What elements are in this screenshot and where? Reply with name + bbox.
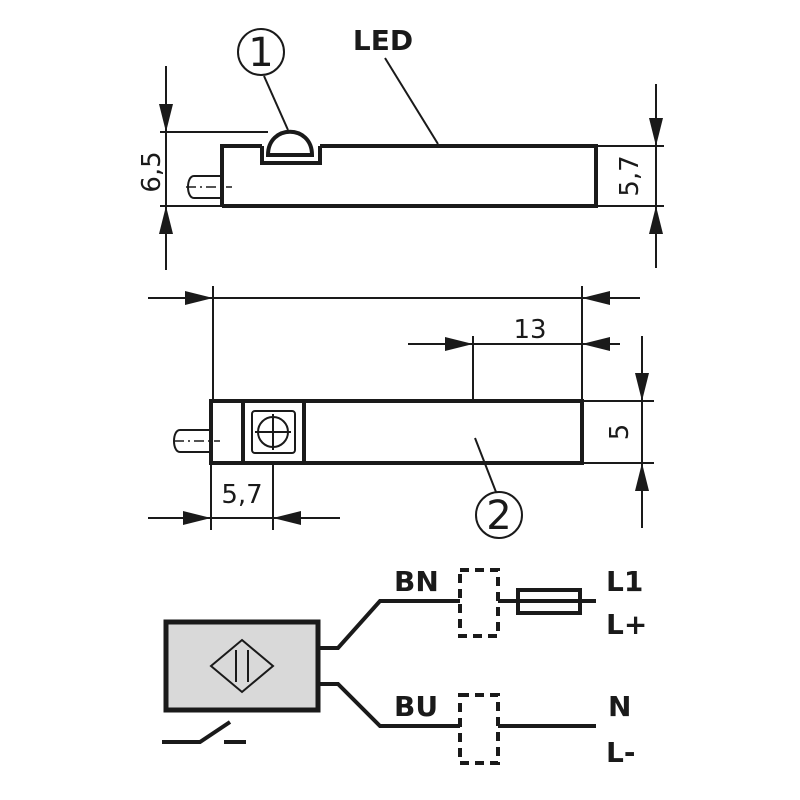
arrow-down — [159, 104, 173, 132]
mounting-slot — [251, 410, 296, 454]
load-box-top — [458, 568, 500, 638]
arrow-right — [445, 337, 473, 351]
callout-two: 2 — [486, 493, 511, 539]
load-box-bottom — [458, 693, 500, 765]
wiring-diagram: BN BU L1 L+ N L- — [162, 565, 647, 769]
arrow-left — [273, 511, 301, 525]
top-view-body — [209, 399, 584, 465]
wire-bu — [318, 682, 460, 728]
led-leader — [384, 57, 439, 145]
wire-bn — [318, 599, 460, 650]
arrow-right — [183, 511, 211, 525]
dim-top-height: 5 — [605, 424, 635, 441]
arrow-left — [582, 291, 610, 305]
arrow-left — [582, 337, 610, 351]
top-view: 13 5 5,7 2 — [148, 286, 654, 539]
wire-label-bn: BN — [394, 565, 439, 598]
sensor-box — [163, 619, 321, 713]
terminal-n: N — [608, 690, 631, 723]
arrow-up — [635, 463, 649, 491]
inductive-sensor-symbol — [209, 638, 275, 694]
dim-side-height-right: 5,7 — [615, 155, 645, 196]
callout-one-circle — [237, 28, 285, 76]
led-housing — [260, 146, 322, 165]
side-view-body — [220, 144, 598, 208]
arrow-right — [185, 291, 213, 305]
led-dome — [265, 129, 315, 157]
terminal-l-minus: L- — [606, 736, 635, 769]
arrow-down — [635, 373, 649, 401]
wire-label-bu: BU — [394, 690, 438, 723]
terminal-l-plus: L+ — [606, 608, 647, 641]
side-view: 6,5 5,7 1 LED — [137, 24, 664, 270]
led-label: LED — [353, 24, 413, 57]
arrow-down — [649, 118, 663, 146]
callout-one-leader — [263, 75, 289, 131]
callout-one: 1 — [248, 30, 273, 76]
arrow-up — [649, 206, 663, 234]
dim-side-height-left: 6,5 — [137, 151, 167, 192]
callout-two-circle — [475, 491, 523, 539]
callout-two-leader — [474, 437, 497, 493]
switch-contact-symbol — [162, 720, 246, 744]
dim-top-offset: 13 — [513, 315, 546, 345]
dim-top-width-bottom: 5,7 — [221, 480, 262, 510]
terminal-l1: L1 — [606, 565, 643, 598]
arrow-up — [159, 206, 173, 234]
